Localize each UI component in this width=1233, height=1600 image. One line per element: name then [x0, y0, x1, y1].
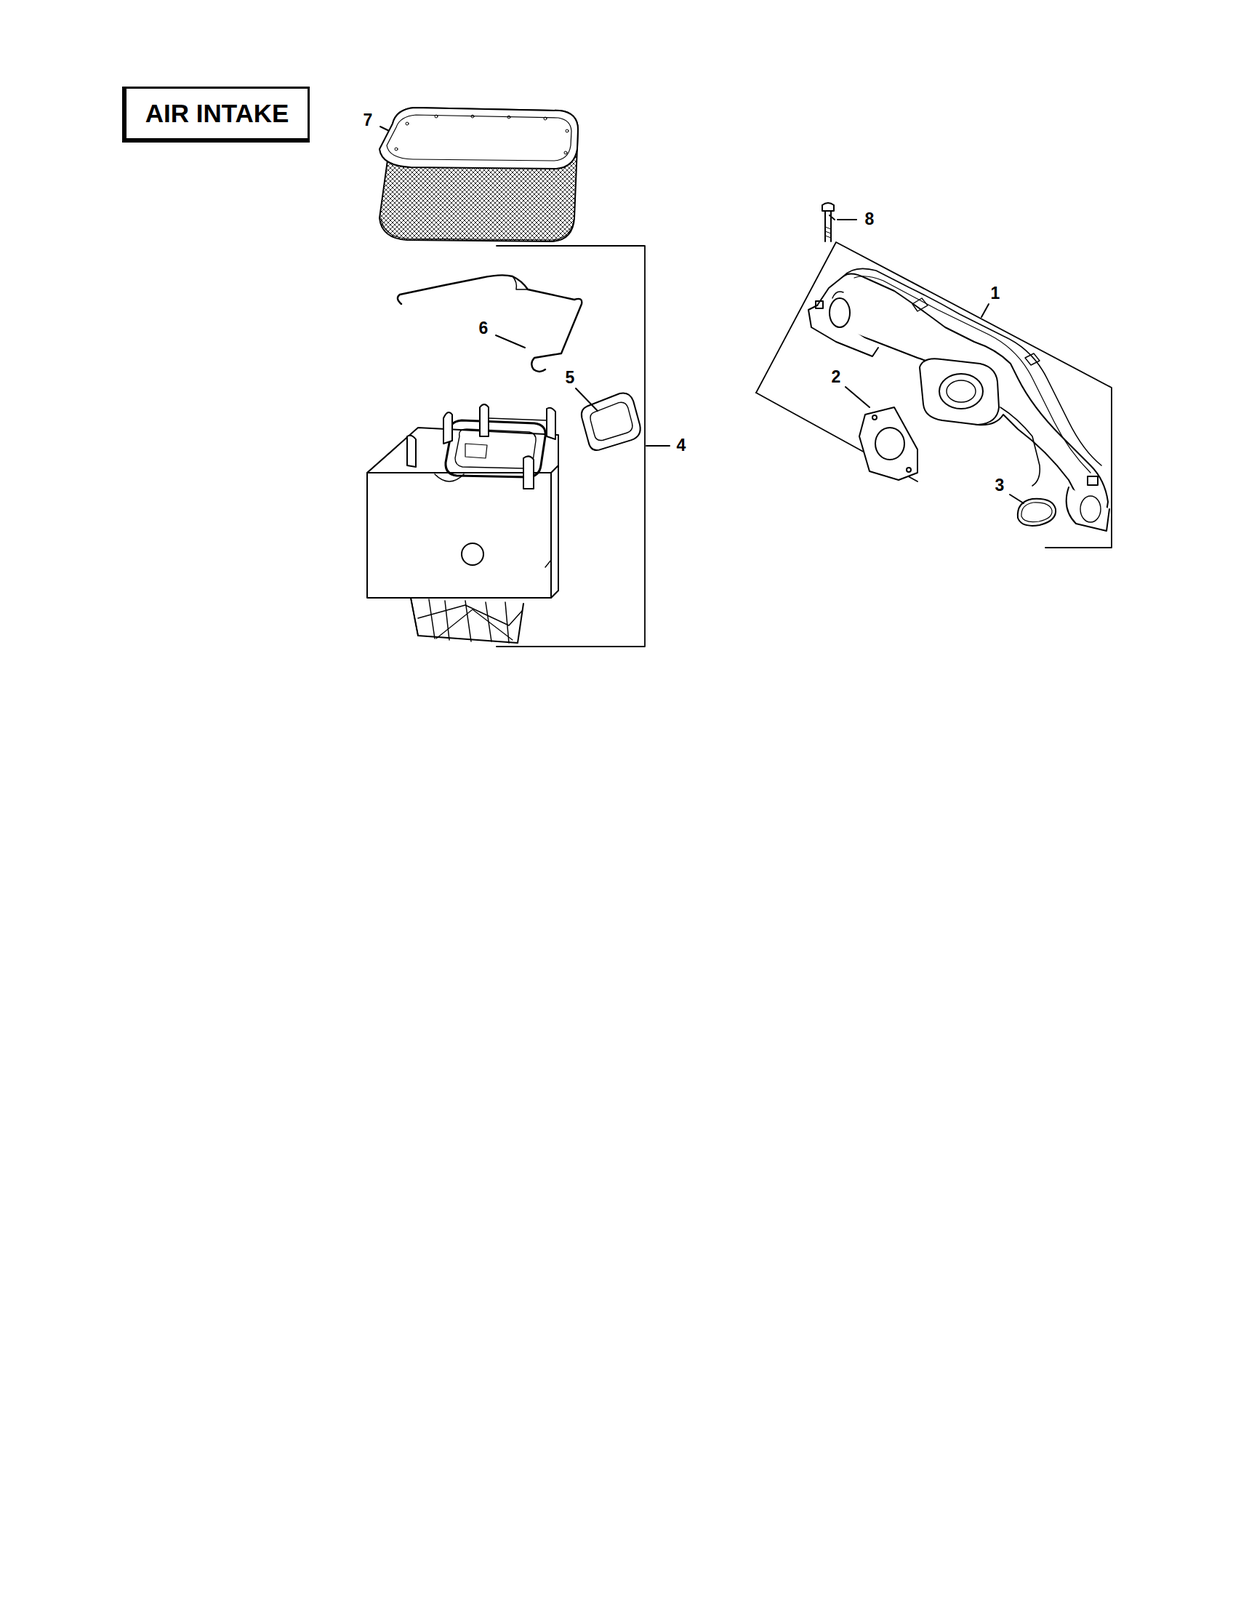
title-box: AIR INTAKE [122, 86, 310, 143]
gasket [578, 390, 644, 452]
callout-number: 1 [989, 284, 1002, 303]
diagram-title: AIR INTAKE [145, 98, 290, 128]
bolt [822, 202, 834, 242]
gasket [859, 407, 918, 480]
air-filter [379, 107, 578, 242]
callout-number: 4 [675, 436, 688, 455]
callout-number: 3 [993, 476, 1007, 495]
air-cleaner-base [367, 404, 559, 643]
callout-number: 7 [362, 111, 375, 130]
callout-number: 2 [830, 367, 843, 387]
callout-number: 6 [477, 319, 491, 338]
callout-number: 8 [863, 210, 877, 229]
intake-manifold [808, 268, 1110, 531]
retaining-wire [397, 274, 582, 372]
o-ring [1017, 498, 1056, 526]
callout-number: 5 [564, 368, 577, 387]
group-bracket [756, 242, 1112, 548]
